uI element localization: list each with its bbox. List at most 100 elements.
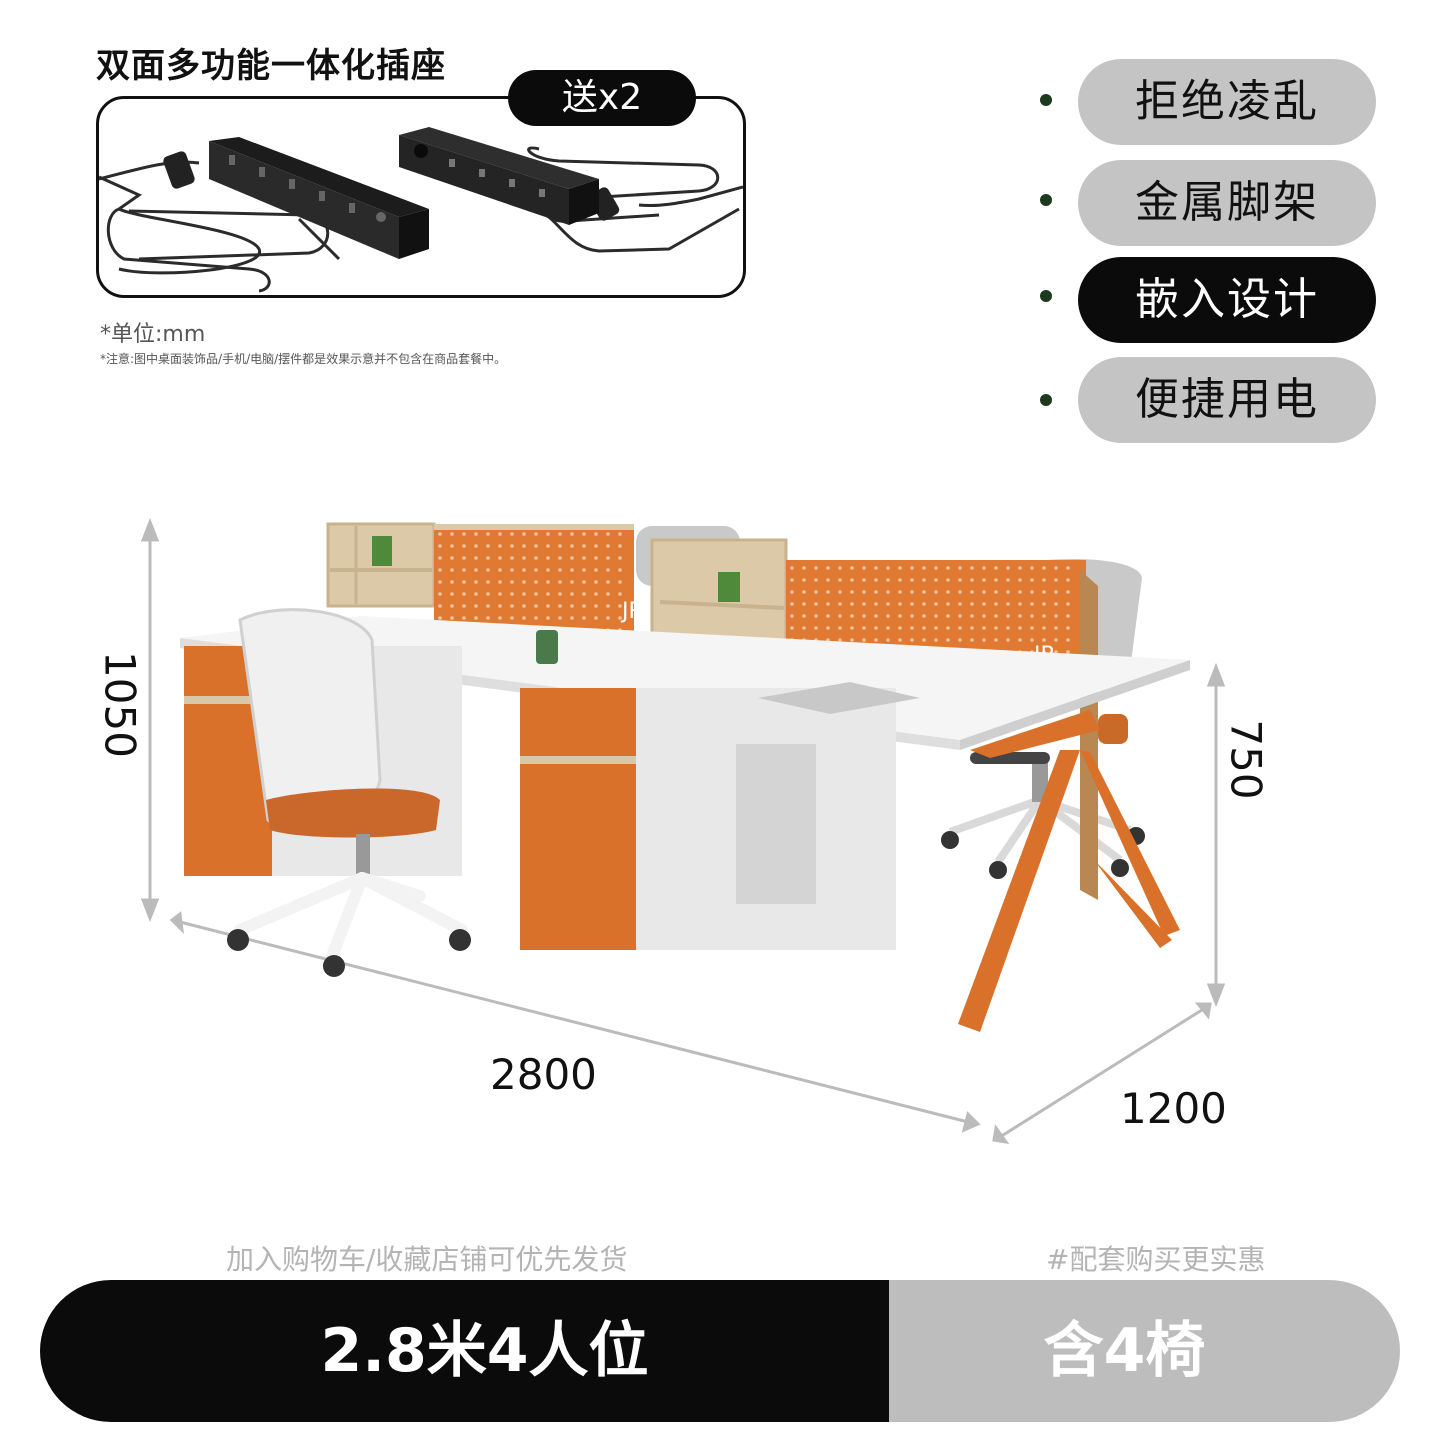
pegboard-hole <box>946 578 950 582</box>
pegboard-hole <box>438 580 442 584</box>
feature-tag-organized: 拒绝凌乱 <box>1078 59 1376 145</box>
pegboard-hole <box>546 580 550 584</box>
pegboard-hole <box>922 614 926 618</box>
pegboard-hole <box>1006 614 1010 618</box>
pegboard-hole <box>510 568 514 572</box>
pegboard-hole <box>462 532 466 536</box>
pegboard-hole <box>498 616 502 620</box>
pegboard-hole <box>802 590 806 594</box>
pegboard-hole <box>522 616 526 620</box>
pegboard-hole <box>474 544 478 548</box>
pegboard-hole <box>510 532 514 536</box>
pegboard-hole <box>462 592 466 596</box>
pegboard-hole <box>486 580 490 584</box>
bullet-dot-icon <box>1040 394 1052 406</box>
feature-tag-convenient-power: 便捷用电 <box>1078 357 1376 443</box>
pegboard-hole <box>462 556 466 560</box>
gift-quantity-badge: 送x2 <box>508 70 696 126</box>
pegboard-hole <box>474 616 478 620</box>
pegboard-hole <box>594 556 598 560</box>
pegboard-hole <box>910 638 914 642</box>
pegboard-hole <box>1054 590 1058 594</box>
pegboard-hole <box>982 614 986 618</box>
pegboard-hole <box>1054 578 1058 582</box>
pegboard-hole <box>994 566 998 570</box>
pegboard-hole <box>970 614 974 618</box>
pegboard-hole <box>790 578 794 582</box>
power-strip-left <box>209 137 429 259</box>
size-option-label[interactable]: 2.8米4人位 <box>40 1280 889 1422</box>
socket-section-title: 双面多功能一体化插座 <box>96 46 446 86</box>
pegboard-hole <box>790 566 794 570</box>
cart-priority-note: 加入购物车/收藏店铺可优先发货 <box>226 1243 628 1276</box>
pegboard-hole <box>618 592 622 596</box>
hutch-left <box>326 522 634 644</box>
pegboard-hole <box>1066 650 1070 654</box>
pegboard-hole <box>558 592 562 596</box>
pegboard-hole <box>558 532 562 536</box>
pegboard-hole <box>898 626 902 630</box>
pegboard-hole <box>886 602 890 606</box>
pegboard-hole <box>982 578 986 582</box>
pegboard-hole <box>606 556 610 560</box>
spec-option-bar: 2.8米4人位 含4椅 <box>40 1280 1400 1422</box>
pegboard-hole <box>570 532 574 536</box>
chair-option-label[interactable]: 含4椅 <box>889 1280 1400 1422</box>
drawer-cabinet-middle <box>520 688 896 950</box>
unit-note: *单位:mm <box>100 322 206 347</box>
dimension-lines <box>140 517 1226 1145</box>
pegboard-hole <box>934 626 938 630</box>
pegboard-hole <box>522 544 526 548</box>
pegboard-hole <box>802 602 806 606</box>
pegboard-hole <box>994 638 998 642</box>
pegboard-hole <box>606 532 610 536</box>
pegboard-hole <box>522 532 526 536</box>
pegboard-hole <box>462 580 466 584</box>
pegboard-hole <box>790 590 794 594</box>
pegboard-hole <box>438 616 442 620</box>
pegboard-hole <box>606 544 610 548</box>
pegboard-hole <box>850 578 854 582</box>
pegboard-hole <box>982 566 986 570</box>
bullet-dot-icon <box>1040 94 1052 106</box>
pegboard-hole <box>438 604 442 608</box>
pegboard-hole <box>1042 602 1046 606</box>
dimension-length: 2800 <box>490 1050 597 1099</box>
pegboard-hole <box>946 590 950 594</box>
pegboard-hole <box>970 590 974 594</box>
pegboard-hole <box>1042 638 1046 642</box>
pegboard-hole <box>534 604 538 608</box>
pegboard-hole <box>802 566 806 570</box>
pegboard-hole <box>510 556 514 560</box>
pegboard-hole <box>558 568 562 572</box>
pegboard-hole <box>522 556 526 560</box>
pegboard-hole <box>874 590 878 594</box>
disclaimer-note: *注意:图中桌面装饰品/手机/电脑/摆件都是效果示意并不包含在商品套餐中。 <box>100 352 507 366</box>
pegboard-hole <box>450 568 454 572</box>
pegboard-hole <box>802 626 806 630</box>
office-workstation-illustration: JR JR 1410 <box>140 517 1226 1145</box>
pegboard-hole <box>910 590 914 594</box>
pegboard-hole <box>862 638 866 642</box>
pegboard-hole <box>486 616 490 620</box>
pegboard-hole <box>1054 614 1058 618</box>
pegboard-hole <box>946 626 950 630</box>
pegboard-hole <box>534 544 538 548</box>
pegboard-hole <box>498 544 502 548</box>
pegboard-hole <box>970 626 974 630</box>
pegboard-hole <box>582 544 586 548</box>
pegboard-hole <box>534 580 538 584</box>
pegboard-hole <box>1066 638 1070 642</box>
pegboard-hole <box>922 590 926 594</box>
pegboard-hole <box>910 614 914 618</box>
pegboard-hole <box>570 580 574 584</box>
pegboard-hole <box>826 602 830 606</box>
pegboard-hole <box>546 556 550 560</box>
pegboard-hole <box>970 566 974 570</box>
feature-tag-metal-frame: 金属脚架 <box>1078 160 1376 246</box>
pegboard-hole <box>970 578 974 582</box>
pegboard-hole <box>958 590 962 594</box>
bullet-dot-icon <box>1040 194 1052 206</box>
pegboard-hole <box>462 568 466 572</box>
pegboard-hole <box>498 592 502 596</box>
